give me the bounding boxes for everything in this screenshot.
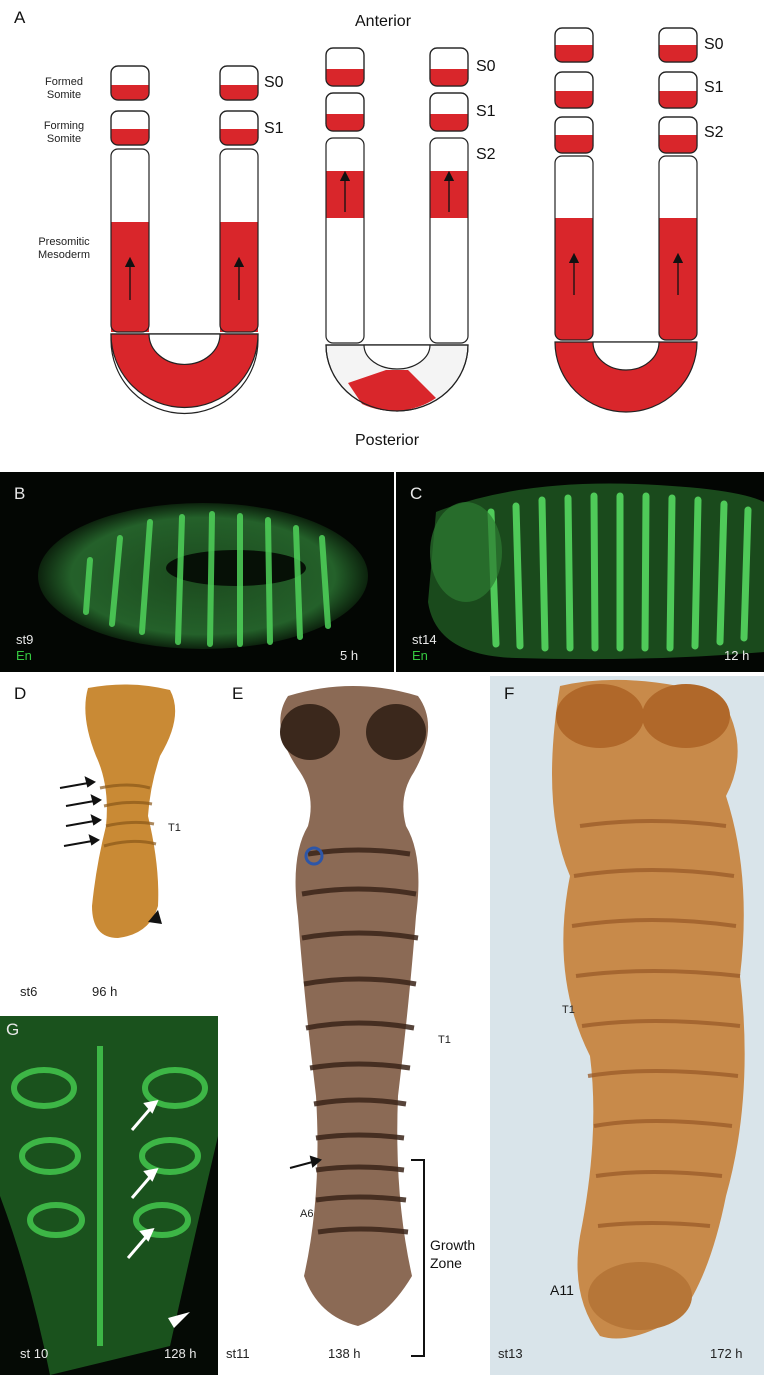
segment-label-a11: A11: [550, 1282, 574, 1298]
somite-label-s0-3: S0: [704, 36, 724, 54]
embryo-st10-image: [0, 1016, 218, 1375]
segment-label-t1-e: T1: [438, 1034, 451, 1047]
time-label-f: 172 h: [710, 1346, 743, 1361]
stage-label-g: st 10: [20, 1346, 48, 1361]
somite-label-s0-2: S0: [476, 58, 496, 76]
embryo-st13-image: [490, 676, 764, 1375]
arrow-icon-e: [290, 1157, 320, 1168]
embryo-st14-image: [396, 472, 764, 672]
time-label-e: 138 h: [328, 1346, 361, 1361]
growth-zone-bracket: [411, 1160, 424, 1356]
panel-letter-b: B: [14, 484, 25, 504]
somite-label-s1-3: S1: [704, 79, 724, 97]
somite-label-s1-1: S1: [264, 120, 284, 138]
somite-label-s0-1: S0: [264, 74, 284, 92]
panel-e: E T1 A6 GrowthZone st11 138 h: [218, 676, 488, 1375]
stage-label-c: st14: [412, 632, 437, 647]
stage-label-e: st11: [226, 1346, 250, 1361]
panel-b: B st9 En 5 h: [0, 472, 394, 672]
segment-label-t1-d: T1: [168, 822, 181, 835]
stain-label-c: En: [412, 648, 428, 663]
time-label-c: 12 h: [724, 648, 749, 663]
panel-letter-f: F: [504, 684, 514, 704]
somite-label-s2-3: S2: [704, 124, 724, 142]
somitogenesis-diagram: [0, 0, 764, 460]
panel-g: G st 10 128 h: [0, 1016, 218, 1375]
embryo-st9-image: [0, 472, 394, 672]
stage-label-d: st6: [20, 984, 37, 999]
stain-label-b: En: [16, 648, 32, 663]
scheme-2: [326, 48, 468, 411]
somite-label-s1-2: S1: [476, 103, 496, 121]
time-label-b: 5 h: [340, 648, 358, 663]
scheme-1: [111, 66, 258, 414]
embryo-st6-image: [0, 676, 218, 1016]
panel-letter-c: C: [410, 484, 422, 504]
panel-d: D T1 st6 96 h: [0, 676, 218, 1016]
stage-label-b: st9: [16, 632, 33, 647]
segment-label-a6: A6: [300, 1208, 313, 1221]
growth-zone-label: GrowthZone: [430, 1236, 475, 1272]
arrow-icons: [60, 778, 100, 846]
panel-letter-g: G: [6, 1020, 19, 1040]
panel-letter-e: E: [232, 684, 243, 704]
time-label-d: 96 h: [92, 984, 117, 999]
scheme-3: [555, 28, 697, 412]
panel-f: F T1 A11 st13 172 h: [490, 676, 764, 1375]
panel-c: C st14 En 12 h: [396, 472, 764, 672]
somite-label-s2-2: S2: [476, 146, 496, 164]
stage-label-f: st13: [498, 1346, 523, 1361]
panel-letter-d: D: [14, 684, 26, 704]
time-label-g: 128 h: [164, 1346, 197, 1361]
segment-label-t1-f: T1: [562, 1004, 575, 1017]
